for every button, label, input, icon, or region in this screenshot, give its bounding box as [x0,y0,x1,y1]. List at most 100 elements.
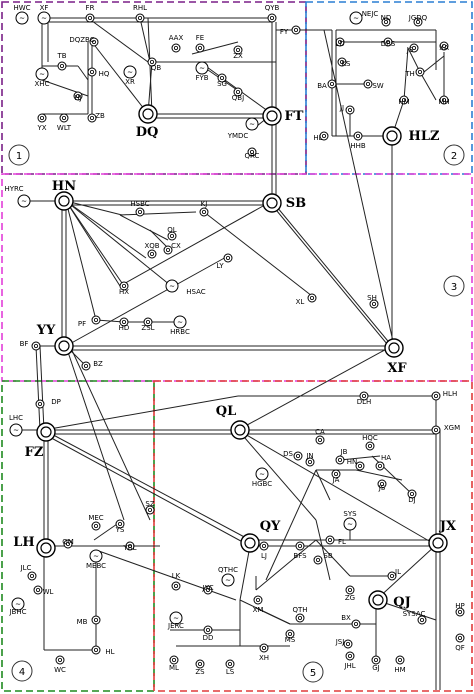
station-sysac[interactable]: SYSAC [403,610,427,625]
station-ybl[interactable]: YBL [123,541,137,552]
station-ymdc[interactable]: ~YMDC [227,117,259,140]
station-hx[interactable]: HX [119,281,129,296]
hub-JX[interactable]: JX [428,519,457,553]
station-kj[interactable]: KJ [199,200,209,217]
station-ba[interactable]: BA [317,79,337,90]
hub-QL[interactable]: QL [216,404,250,440]
station-zs[interactable]: ZS [195,659,205,676]
station-hm[interactable]: HM [394,655,406,674]
hub-FT[interactable]: FT [262,106,304,126]
station-ls[interactable]: LS [225,659,235,676]
station-rhl[interactable]: RHL [133,4,147,23]
station-xgm[interactable]: XGM [431,424,460,435]
station-sw[interactable]: SW [363,79,384,90]
station-jbhc[interactable]: ~JBHC [8,597,27,616]
station-ml[interactable]: ML [169,655,179,672]
station-xhc[interactable]: ~XHC [35,67,50,88]
station-hrbc[interactable]: ~HRBC [170,315,190,336]
station-tb[interactable]: TB [56,52,67,71]
hub-YY[interactable]: YY [36,323,74,356]
station-hyrc[interactable]: ~HYRC [5,185,31,208]
station-jlc[interactable]: JLC [20,564,37,581]
station-wc[interactable]: WC [54,655,66,674]
station-dlh[interactable]: DLH [357,391,372,406]
station-jhl[interactable]: JHL [343,651,356,670]
station-xr[interactable]: ~XR [123,65,137,86]
station-xl[interactable]: XL [296,293,317,306]
station-mh[interactable]: MH [438,95,450,106]
station-bf[interactable]: BF [20,340,41,351]
hub-DQ[interactable]: DQ [136,104,159,140]
station-jsj[interactable]: JSJ [335,638,353,649]
station-jgdq[interactable]: JGDQ [408,14,428,27]
station-fl[interactable]: FL [325,535,346,546]
station-qb[interactable]: QB [147,57,161,72]
hub-XF[interactable]: XF [384,338,407,376]
station-jl[interactable]: JL [387,568,401,581]
station-ly[interactable]: LY [216,253,233,270]
station-hl[interactable]: HL [91,645,115,656]
station-cx[interactable]: CX [163,242,181,255]
station-zg[interactable]: ZG [345,585,355,602]
station-hhb[interactable]: HHB [350,131,366,150]
station-wlt[interactable]: WLT [57,113,72,132]
station-bfs[interactable]: BFS [293,541,307,560]
station-hp[interactable]: HP [455,602,465,617]
station-pf[interactable]: PF [78,315,101,328]
station-hm[interactable]: HM [398,95,410,106]
station-lj[interactable]: LJ [259,541,269,560]
hub-HN[interactable]: HN [52,179,76,211]
station-sys[interactable]: ~SYS [343,510,357,531]
station-sb[interactable]: SB [313,552,333,565]
station-ja[interactable]: JA [331,469,341,484]
station-xh[interactable]: XH [259,643,269,662]
station-mb[interactable]: MB [77,615,101,626]
station-ld[interactable]: LD [335,37,345,48]
station-zb[interactable]: ZB [87,112,105,123]
station-qthc[interactable]: ~QTHC [218,566,238,587]
station-hj[interactable]: HJ [73,91,83,102]
station-bx[interactable]: BX [341,614,361,629]
station-fe[interactable]: FE [195,34,205,53]
station-jerc[interactable]: ~JERC [167,611,184,630]
hub-FZ[interactable]: FZ [25,422,56,460]
station-jb[interactable]: JB [335,448,348,465]
station-lk[interactable]: LK [171,572,181,591]
station-mec[interactable]: MEC [88,514,104,531]
station-ql[interactable]: QL [167,226,177,241]
station-qm[interactable]: QM [62,538,74,549]
station-hgbc[interactable]: ~HGBC [252,467,272,488]
station-xm[interactable]: XM [253,595,264,614]
station-yx[interactable]: YX [36,113,47,132]
station-dqzbc[interactable]: DQZBC [69,36,99,47]
station-ms[interactable]: MS [285,629,296,644]
station-ha[interactable]: HA [375,454,391,471]
station-hq[interactable]: HQ [87,67,110,78]
hub-SB[interactable]: SB [262,193,306,213]
station-hwc[interactable]: ~HWC [13,4,31,25]
station-qyb[interactable]: QYB [265,4,280,23]
station-xa[interactable]: XA [439,41,449,52]
station-hlh[interactable]: HLH [431,390,457,401]
station-bz[interactable]: BZ [81,360,103,371]
station-wl[interactable]: WL [33,585,54,596]
station-hqc[interactable]: HQC [362,434,378,451]
station-zx[interactable]: ZX [233,45,243,60]
station-hl[interactable]: HL [313,131,329,142]
hub-QY[interactable]: QY [240,519,281,553]
station-th[interactable]: TH [404,67,425,78]
station-jxc[interactable]: JXC [201,584,214,595]
station-qbj[interactable]: QBJ [232,87,244,102]
station-dp[interactable]: DP [35,398,61,409]
station-nejc[interactable]: ~NEJC [349,10,378,25]
station-jn[interactable]: JN [305,452,315,467]
station-xqb[interactable]: XQB [144,242,160,259]
station-hn[interactable]: HN [347,458,365,471]
station-fyb[interactable]: ~FYB [195,61,209,82]
station-js[interactable]: JS [377,479,387,492]
station-nd[interactable]: ND [381,14,392,27]
station-sh[interactable]: SH [367,294,379,309]
station-dbs[interactable]: DBS [381,37,396,48]
hub-LH[interactable]: LH [13,535,56,558]
station-qth[interactable]: QTH [292,606,308,623]
